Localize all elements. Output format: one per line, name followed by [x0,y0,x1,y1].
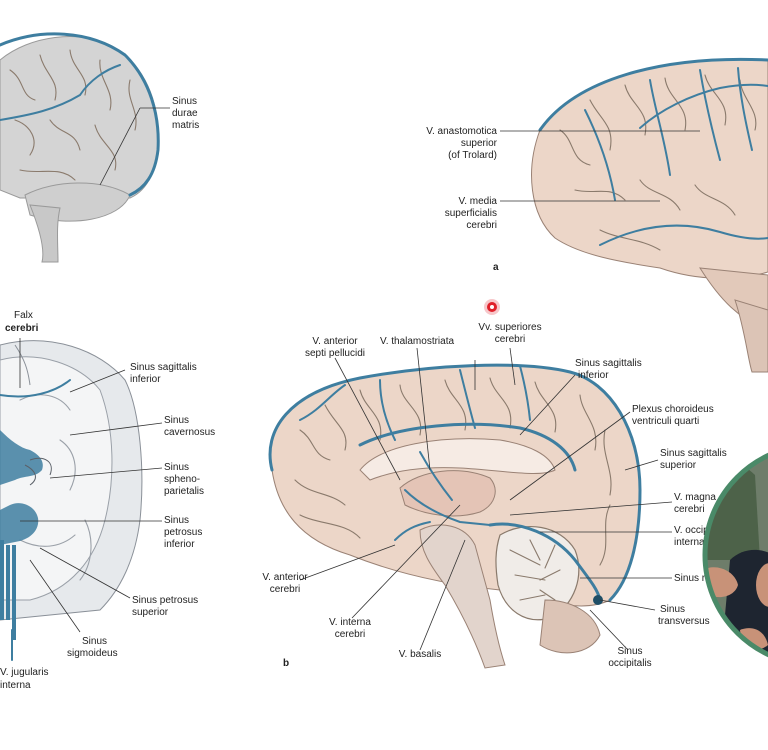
webcam-overlay[interactable] [700,440,768,670]
label-line: Sinus [617,646,642,657]
label-sinus-sagittalis-inferior-left: Sinus sagittalis inferior [130,362,197,385]
label-v-occipitalis-interna: V. occipitalis interna [674,525,729,548]
label-line: V. interna [329,617,371,628]
label-line: Sinus petrosus [132,595,198,606]
label-line: occipitalis [608,658,651,669]
label-line: superior [461,138,498,149]
label-falx-cerebri: Falx cerebri [5,310,39,334]
label-line: cerebri [674,504,705,515]
label-line: V. occipitalis [674,525,729,536]
label-sinus-sagittalis-superior: Sinus sagittalis superior [660,448,727,471]
label-line: V. anterior [262,572,308,583]
label-line: septi pellucidi [305,348,365,359]
label-line: spheno- [164,474,200,485]
label-sinus-petrosus-superior: Sinus petrosus superior [132,595,198,618]
label-line: Sinus [164,462,189,473]
label-sinus-sagittalis-inferior-b: Sinus sagittalis inferior [575,358,642,381]
label-line: inferior [578,370,609,381]
label-line: Sinus sagittalis [660,448,727,459]
label-line: cavernosus [164,427,215,438]
label-sinus-transversus: Sinus transversus [658,604,710,627]
label-line: Plexus choroideus [632,404,714,415]
label-sinus-durae-matris: Sinus durae matris [172,96,199,131]
label-v-anterior-cerebri: V. anterior cerebri [262,572,308,595]
label-sinus-petrosus-inferior: Sinus petrosus inferior [164,515,202,550]
label-line: V. jugularis [0,667,49,678]
label-line: V. magna [674,492,716,503]
dural-sinus-illustration [0,340,143,661]
label-line: petrosus [164,527,202,538]
label-line: superior [132,607,169,618]
label-line: superior [660,460,697,471]
label-v-media-superficialis-cerebri: V. media superficialis cerebri [445,196,498,231]
label-plexus-choroideus: Plexus choroideus ventriculi quarti [632,404,714,427]
label-sinus-cavernosus: Sinus cavernosus [164,415,215,438]
label-line: V. basalis [399,649,441,660]
label-line: superficialis [445,208,497,219]
label-v-anastomotica-superior: V. anastomotica superior (of Trolard) [426,126,497,161]
label-line: Vv. superiores [478,322,541,333]
label-line: ventriculi quarti [632,416,699,427]
label-line: cerebri [270,584,301,595]
grey-brain-illustration [0,32,160,263]
label-line: cerebri [5,323,39,334]
panel-letter-b: b [283,658,289,669]
label-line: Sinus sagittalis [130,362,197,373]
label-line: (of Trolard) [448,150,497,161]
label-line: Falx [14,310,33,321]
label-v-anterior-septi-pellucidi: V. anterior septi pellucidi [305,336,365,359]
label-line: Sinus rectus [674,573,729,584]
label-line: Sinus sagittalis [575,358,642,369]
label-line: interna [674,537,705,548]
label-line: Sinus [82,636,107,647]
label-line: matris [172,120,199,131]
label-line: interna [0,680,31,691]
laser-pointer-cursor [484,299,500,315]
label-v-jugularis-interna: V. jugularis interna [0,667,49,691]
label-sinus-occipitalis: Sinus occipitalis [608,646,651,669]
label-line: V. media [458,196,497,207]
label-v-thalamostriata: V. thalamostriata [380,336,455,347]
panel-letter-a: a [493,262,499,273]
label-line: V. anterior [312,336,358,347]
label-sinus-sphenoparietalis: Sinus spheno- parietalis [164,462,204,497]
label-line: V. anastomotica [426,126,497,137]
label-line: parietalis [164,486,204,497]
label-line: sigmoideus [67,648,118,659]
lateral-brain-illustration [531,57,768,373]
label-line: Sinus [660,604,685,615]
label-line: inferior [130,374,161,385]
label-line: Sinus [164,415,189,426]
label-line: Sinus [164,515,189,526]
label-line: durae [172,108,198,119]
label-line: V. thalamostriata [380,336,455,347]
medial-brain-illustration [268,363,642,669]
label-line: cerebri [495,334,526,345]
label-v-magna-cerebri: V. magna cerebri [674,492,716,515]
label-line: transversus [658,616,710,627]
label-sinus-sigmoideus: Sinus sigmoideus [67,636,118,659]
label-v-interna-cerebri: V. interna cerebri [329,617,371,640]
label-line: cerebri [466,220,497,231]
label-line: inferior [164,539,195,550]
label-line: cerebri [335,629,366,640]
label-v-basalis: V. basalis [399,649,441,660]
label-line: Sinus [172,96,197,107]
label-sinus-rectus: Sinus rectus [674,573,729,584]
label-vv-superiores-cerebri: Vv. superiores cerebri [478,322,541,345]
